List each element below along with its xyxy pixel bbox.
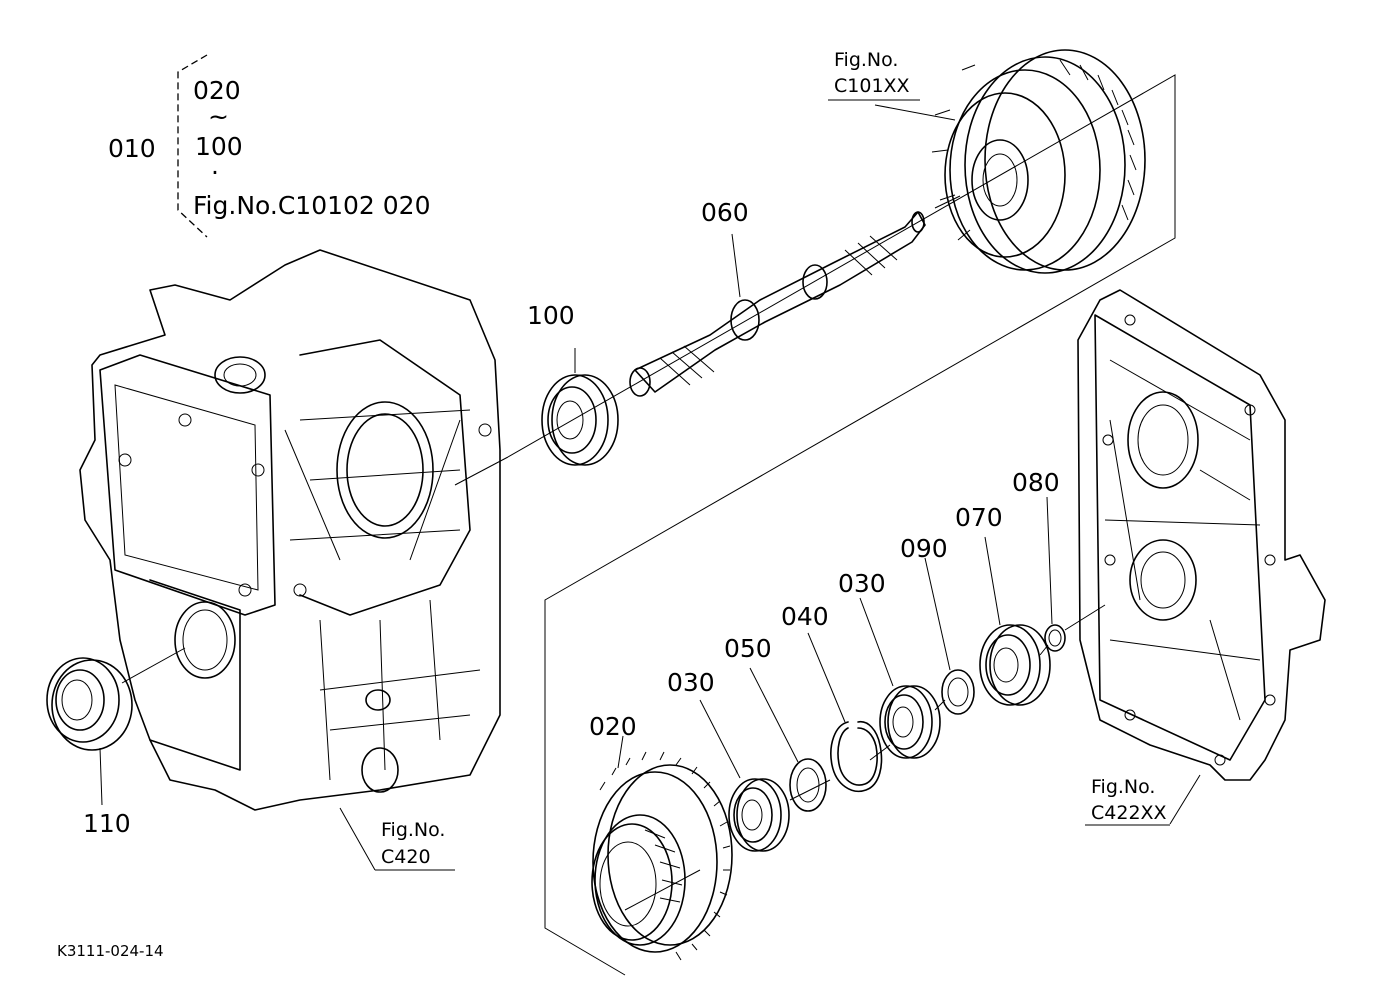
ref-c420-line2[interactable]: C420	[381, 846, 431, 868]
fig-reference-group: Fig.No.C10102 020	[193, 191, 431, 220]
part-100-bearing	[541, 348, 619, 466]
ref-c101-line1: Fig.No.	[834, 49, 899, 71]
part-030-bearing-lower	[699, 699, 790, 852]
clutch-assembly	[874, 49, 1146, 274]
part-090-washer	[924, 557, 975, 715]
drawing-code: K3111-024-14	[57, 942, 164, 960]
ref-c422-line1: Fig.No.	[1091, 776, 1156, 798]
transmission-case	[79, 249, 509, 811]
callout-100[interactable]: 100	[527, 301, 575, 330]
callout-020[interactable]: 020	[589, 712, 637, 741]
ref-c420-line1: Fig.No.	[381, 819, 446, 841]
assembly-outline	[507, 74, 1176, 976]
callout-090[interactable]: 090	[900, 534, 948, 563]
centerline	[624, 604, 1106, 911]
part-060-shaft	[629, 211, 926, 397]
ref-c422-line2[interactable]: C422XX	[1091, 802, 1167, 824]
part-040-snap-ring	[807, 632, 883, 792]
part-050-washer	[749, 667, 827, 812]
callout-030-upper[interactable]: 030	[838, 569, 886, 598]
callout-040[interactable]: 040	[781, 602, 829, 631]
group-bracket	[177, 54, 208, 238]
reference-leaders	[339, 99, 1170, 871]
rear-cover	[1077, 289, 1326, 825]
callout-050[interactable]: 050	[724, 634, 772, 663]
part-070-bearing	[979, 536, 1051, 706]
range-start-label: 020	[193, 76, 241, 105]
callout-080[interactable]: 080	[1012, 468, 1060, 497]
part-110-oil-seal	[46, 647, 186, 806]
callout-070[interactable]: 070	[955, 503, 1003, 532]
range-end-label: 100	[195, 132, 243, 161]
part-030-bearing-upper	[859, 597, 941, 759]
part-080-ring	[1044, 496, 1066, 652]
callout-110[interactable]: 110	[83, 809, 131, 838]
range-tilde: ~	[208, 102, 229, 131]
callout-030-lower[interactable]: 030	[667, 668, 715, 697]
assembly-label: 010	[108, 134, 156, 163]
callout-060[interactable]: 060	[701, 198, 749, 227]
part-020-gear	[591, 735, 733, 961]
range-bullet: ·	[211, 158, 219, 187]
ref-c101-line2[interactable]: C101XX	[834, 75, 910, 97]
